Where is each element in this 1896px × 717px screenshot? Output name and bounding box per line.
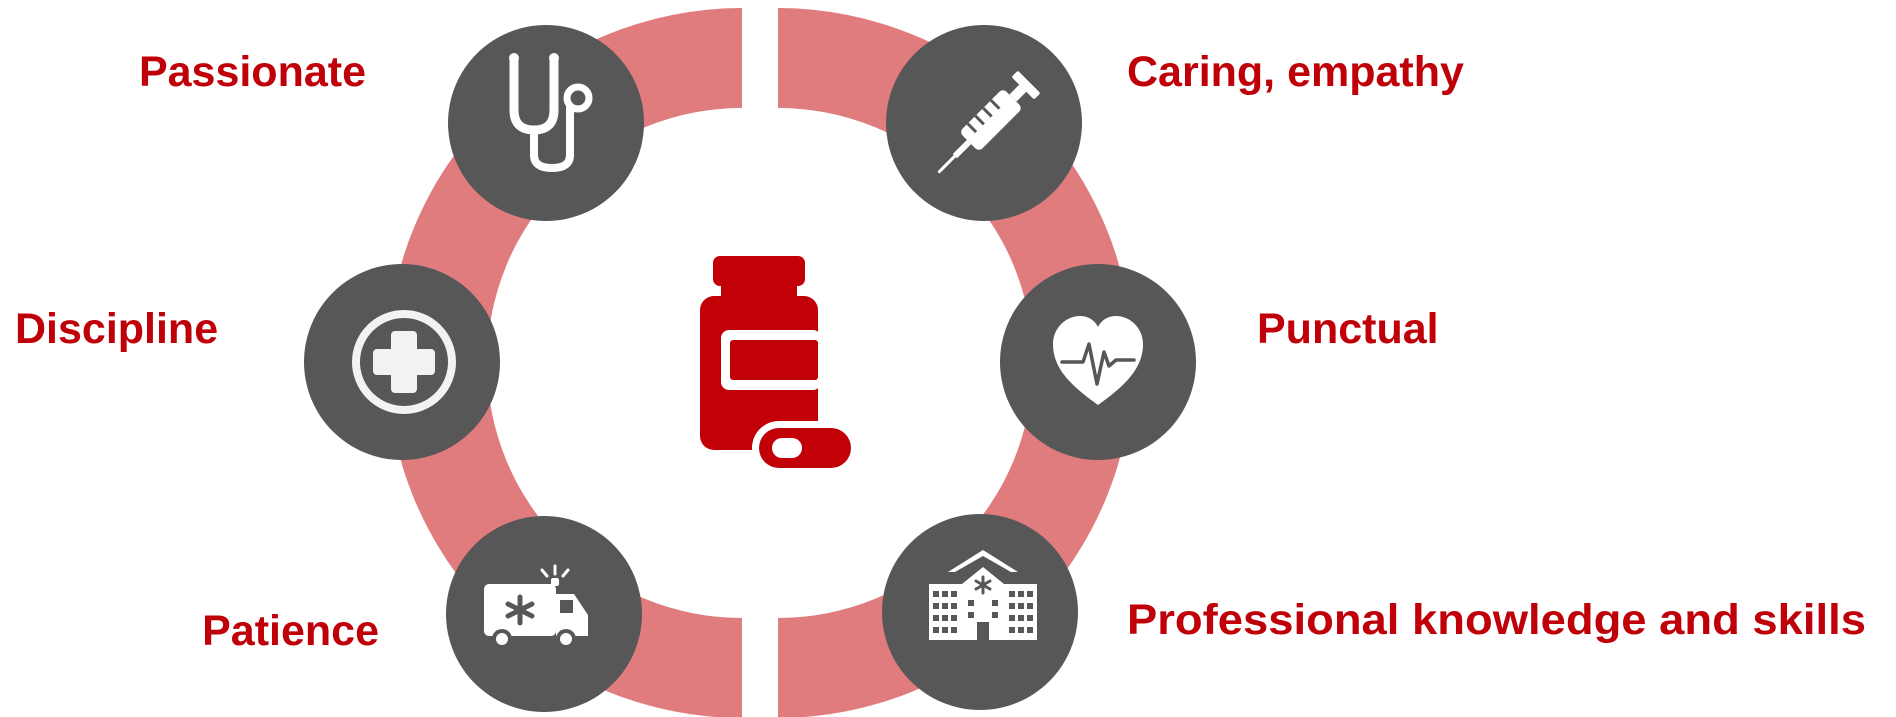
medicine-bottle-with-capsule-icon	[700, 256, 858, 475]
syringe-icon	[937, 71, 1040, 174]
label-professional-knowledge: Professional knowledge and skills	[1127, 596, 1866, 644]
node-discipline	[304, 264, 500, 460]
labels: Passionate Discipline Patience Caring, e…	[15, 48, 1866, 655]
label-discipline: Discipline	[15, 305, 218, 353]
node-professional	[882, 514, 1078, 710]
hospital-icon	[929, 550, 1037, 640]
medical-cross-icon	[352, 310, 456, 414]
node-caring	[886, 25, 1082, 221]
label-patience: Patience	[202, 607, 379, 655]
node-patience	[446, 516, 642, 712]
heart-pulse-icon	[1053, 316, 1143, 405]
label-caring-empathy: Caring, empathy	[1127, 48, 1464, 96]
label-punctual: Punctual	[1257, 305, 1439, 353]
label-passionate: Passionate	[139, 48, 366, 96]
node-punctual	[1000, 264, 1196, 460]
node-passionate	[448, 25, 644, 221]
stethoscope-icon	[509, 53, 593, 173]
ambulance-icon	[484, 564, 588, 649]
